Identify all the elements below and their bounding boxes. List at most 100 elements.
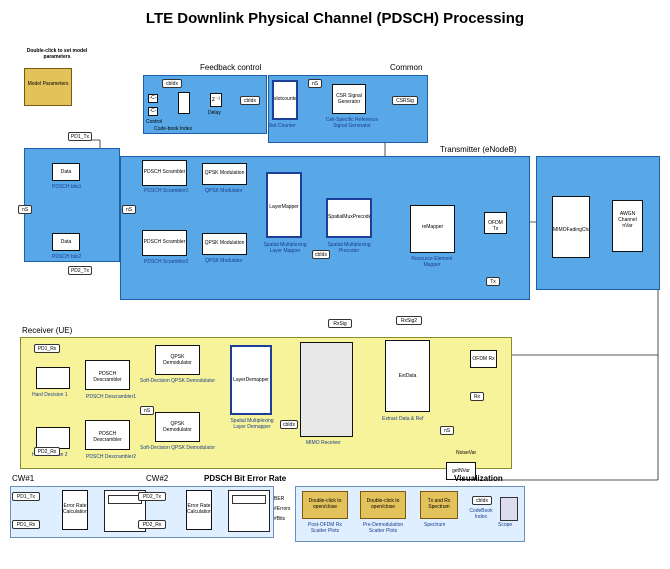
ns-from-ds[interactable]: nS <box>18 205 32 214</box>
errors-label: #Errors <box>274 506 291 512</box>
post-ofdm-scatter-button[interactable]: Double-click to open/close <box>302 491 348 519</box>
csrsig-goto[interactable]: CSRSig <box>392 96 418 105</box>
slot-counter-label: Slot Counter <box>268 123 296 129</box>
scrambler2-label: PDSCH Scrambler2 <box>144 259 189 265</box>
qpsk-demodulator-2[interactable]: QPSK Demodulator <box>155 412 200 442</box>
awgn-channel-block[interactable]: AWGN Channel nVar <box>612 200 643 252</box>
codebook-index-label: CodeBook Index <box>469 508 493 520</box>
cbidx-goto-feedback[interactable]: cbIdx <box>162 79 182 88</box>
ber-title: PDSCH Bit Error Rate <box>204 474 287 483</box>
ofdm-rx-block[interactable]: OFDM Rx <box>470 350 497 368</box>
spatial-mux-precoder-block[interactable]: SpatialMuxPrecoder <box>326 198 372 238</box>
cw1-pd1-rx-from[interactable]: PD1_Rx <box>12 520 40 529</box>
pdsch-scrambler-1[interactable]: PDSCH Scrambler <box>142 160 187 186</box>
cw2-title: CW#2 <box>146 474 169 483</box>
extract-data-label: Extract Data & Ref <box>382 416 424 422</box>
descrambler2-label: PDSCH Descrambler2 <box>86 454 137 460</box>
awgn-label: AWGN Channel <box>618 211 637 223</box>
pdsch-bits1-label: PDSCH bits1 <box>52 184 82 190</box>
descrambler1-label: PDSCH Descrambler1 <box>86 394 137 400</box>
constant-block-1[interactable]: -C- <box>148 94 158 103</box>
spectrum-label: Spectrum <box>424 522 446 528</box>
hard-decision-2-block[interactable] <box>36 427 70 449</box>
rxsig-goto[interactable]: RxSig <box>328 319 352 328</box>
pre-demod-scatter-button[interactable]: Double-click to open/close <box>360 491 406 519</box>
delay-block[interactable]: z⁻¹ <box>210 93 222 107</box>
data-source-2[interactable]: Data Source <box>52 233 80 251</box>
scope-block[interactable] <box>500 497 518 521</box>
common-section-title: Common <box>390 63 423 72</box>
cw2-display-value <box>232 495 266 504</box>
rxsig2-goto[interactable]: RxSig2 <box>396 316 422 325</box>
constant-block-2[interactable]: -C- <box>148 107 158 116</box>
qpsk-modulator-1[interactable]: QPSK Modulation <box>202 163 247 185</box>
codebook-switch-label: Code-book Index <box>154 126 193 132</box>
layer-demapper-block[interactable]: LayerDemapper <box>230 345 272 415</box>
cw2-display[interactable] <box>228 490 270 532</box>
cbidx-from-viz[interactable]: cbIdx <box>472 496 492 505</box>
data-source-1[interactable]: Data Source <box>52 163 80 181</box>
cw2-error-rate-block[interactable]: Error Rate Calculation <box>186 490 212 530</box>
transmitter-section-title: Transmitter (eNodeB) <box>440 145 517 154</box>
cw1-error-rate-block[interactable]: Error Rate Calculation <box>62 490 88 530</box>
pd1-rx-goto[interactable]: PD1_Rx <box>34 344 60 353</box>
model-parameters-block[interactable]: Model Parameters <box>24 68 72 106</box>
ns-from-extract[interactable]: nS <box>440 426 454 435</box>
pd2-rx-goto[interactable]: PD2_Rx <box>34 447 60 456</box>
ns-from-rx[interactable]: nS <box>140 406 154 415</box>
qpsk-modulator-2[interactable]: QPSK Modulation <box>202 233 247 255</box>
params-hint: Double-click to set model parameters <box>26 48 88 60</box>
noisevar-label: NoiseVar <box>456 450 477 456</box>
layer-mapper-label: Spatial Multiplexing Layer Mapper <box>263 242 307 254</box>
pdsch-scrambler-2[interactable]: PDSCH Scrambler <box>142 230 187 256</box>
nvar-label: nVar <box>622 223 633 229</box>
extract-data-block[interactable]: ExtData <box>385 340 430 412</box>
re-mapper-label: Resource Element Mapper <box>411 256 453 268</box>
tx-goto[interactable]: Tx <box>486 277 500 286</box>
cw1-pd1-tx-from[interactable]: PD1_Tx <box>12 492 40 501</box>
spectrum-button[interactable]: Tx and Rx Spectrum <box>420 491 458 519</box>
getnvar-block[interactable]: getNVar <box>446 462 476 480</box>
ns-goto-common[interactable]: nS <box>308 79 322 88</box>
pdsch-descrambler-2[interactable]: PDSCH Descrambler <box>85 420 130 450</box>
feedback-section-title: Feedback control <box>200 63 262 72</box>
precoder-label: Spatial Multiplexing Precoder <box>327 242 371 254</box>
ofdm-tx-block[interactable]: OFDM Tx <box>484 212 507 234</box>
cw2-pd2-tx-from[interactable]: PD2_Tx <box>138 492 166 501</box>
cw2-pd2-rx-from[interactable]: PD2_Rx <box>138 520 166 529</box>
re-mapper-block[interactable]: reMapper <box>410 205 455 253</box>
mimo-receiver-block[interactable] <box>300 342 353 437</box>
transmitter-area <box>120 156 530 300</box>
cbidx-goto-out[interactable]: cbIdx <box>240 96 260 105</box>
ber-label: BER <box>274 496 285 502</box>
qpsk-modulator-2-label: QPSK Modulator <box>205 258 243 264</box>
bits-label: #Bits <box>274 516 286 522</box>
pdsch-descrambler-1[interactable]: PDSCH Descrambler <box>85 360 130 390</box>
hard-decision-1-block[interactable] <box>36 367 70 389</box>
ns-from-tx[interactable]: nS <box>122 205 136 214</box>
mimo-receiver-label: MIMO Receiver <box>306 440 341 446</box>
layer-mapper-block[interactable]: LayerMapper <box>266 172 302 238</box>
slot-counter-block[interactable]: slotcounter <box>272 80 298 120</box>
demod1-label: Soft-Decision QPSK Demodulator <box>140 378 216 384</box>
pre-demod-label: Pre-Demodulation Scatter Plots <box>362 522 404 534</box>
cbidx-from-tx[interactable]: cbIdx <box>312 250 330 259</box>
mimo-fading-channel-block[interactable]: MIMOFadingChan <box>552 196 590 258</box>
rx-goto[interactable]: Rx <box>470 392 484 401</box>
scope-label: Scope <box>498 522 513 528</box>
multiport-switch[interactable] <box>178 92 190 114</box>
pdsch-bits2-label: PDSCH bits2 <box>52 254 82 260</box>
demod2-label: Soft-Decision QPSK Demodulator <box>140 445 216 451</box>
scrambler1-label: PDSCH Scrambler1 <box>144 188 189 194</box>
visualization-title: Visualization <box>454 474 503 483</box>
delay-label: Delay <box>208 110 221 116</box>
cw1-title: CW#1 <box>12 474 35 483</box>
cw1-display-value <box>108 495 142 504</box>
cbidx-from-rx[interactable]: cbIdx <box>280 420 298 429</box>
qpsk-demodulator-1[interactable]: QPSK Demodulator <box>155 345 200 375</box>
pd2-tx-goto[interactable]: PD2_Tx <box>68 266 92 275</box>
post-ofdm-label: Post-OFDM Rx Scatter Plots <box>308 522 342 534</box>
pd1-tx-goto[interactable]: PD1_Tx <box>68 132 92 141</box>
csr-generator-block[interactable]: CSR Signal Generator <box>332 84 366 114</box>
layer-demapper-label: Spatial Multiplexing Layer Demapper <box>230 418 274 430</box>
